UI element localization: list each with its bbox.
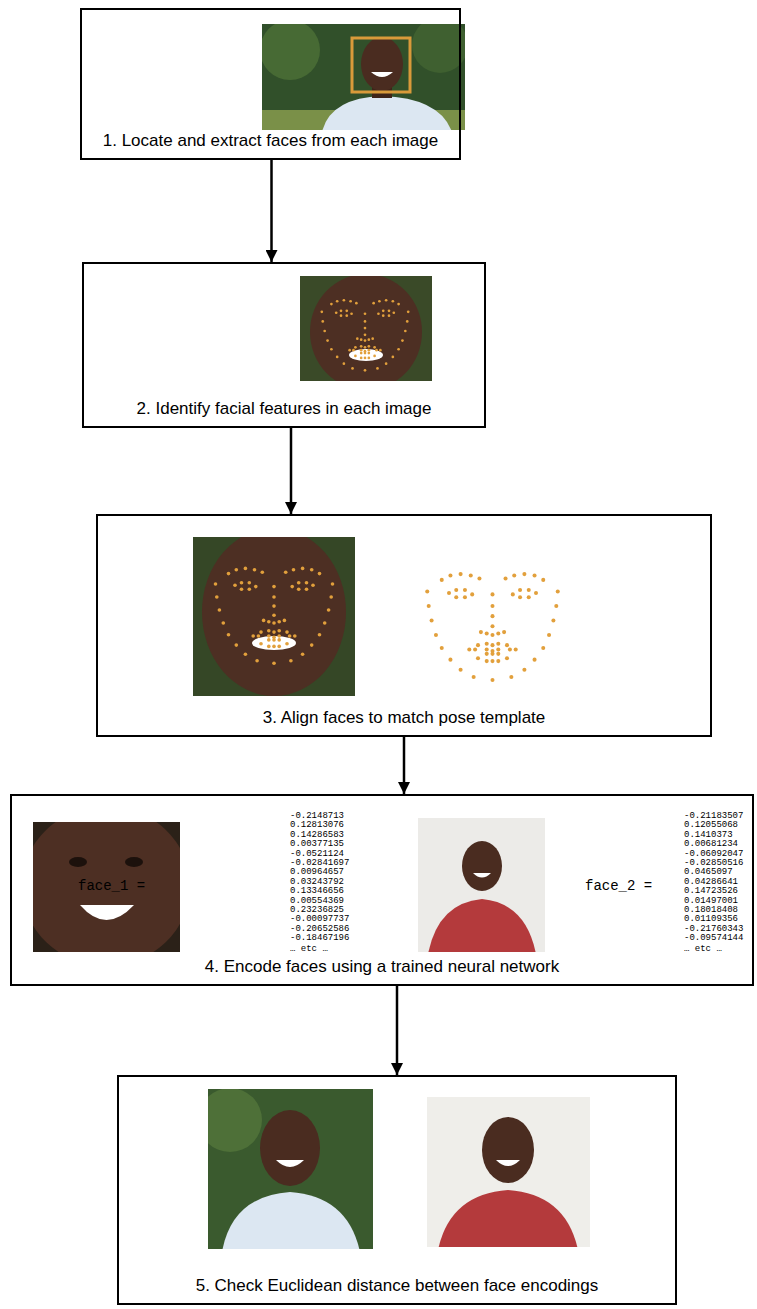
- step-caption: 3. Align faces to match pose template: [98, 708, 710, 728]
- jacket: [428, 899, 536, 952]
- encoding-name: face_1 =: [78, 879, 145, 894]
- step-box: 5. Check Euclidean distance between face…: [117, 1075, 677, 1305]
- foliage: [262, 24, 320, 80]
- photo-second: [427, 1097, 590, 1247]
- foliage: [412, 24, 465, 73]
- step-caption: 2. Identify facial features in each imag…: [84, 399, 484, 419]
- ellipsis-note: … etc …: [684, 945, 722, 955]
- smile: [496, 1160, 520, 1166]
- photo-full: [262, 24, 465, 130]
- eye: [125, 857, 143, 867]
- landmark-dots: [214, 567, 335, 666]
- face: [33, 822, 180, 952]
- smile: [371, 72, 393, 77]
- step-box: 3. Align faces to match pose template: [96, 514, 712, 737]
- foliage: [208, 1089, 262, 1152]
- smile: [80, 905, 134, 920]
- step-box: 2. Identify facial features in each imag…: [82, 262, 486, 428]
- encoding-values: -0.21183507 0.12055068 0.1410373 0.00681…: [684, 812, 743, 944]
- head: [361, 37, 403, 91]
- encoding-values: -0.2148713 0.12813076 0.14286583 0.00377…: [290, 812, 349, 944]
- landmark-dots: [320, 299, 409, 372]
- step-caption: 1. Locate and extract faces from each im…: [82, 131, 459, 151]
- jacket: [438, 1190, 578, 1247]
- ellipsis-note: … etc …: [290, 945, 328, 955]
- detection-box: [352, 38, 410, 92]
- photo-first: [208, 1089, 373, 1249]
- encoding-name: face_2 =: [585, 879, 652, 894]
- face: [202, 537, 346, 696]
- eye: [69, 857, 87, 867]
- flow-arrow: [403, 737, 406, 794]
- face: [310, 276, 422, 381]
- flow-arrow: [290, 428, 293, 514]
- head: [482, 1117, 534, 1183]
- flow-arrow: [270, 160, 273, 262]
- photo-second: [418, 818, 545, 952]
- face-crop: [300, 276, 432, 381]
- flow-arrow: [396, 986, 399, 1075]
- aligned-face: [33, 822, 180, 952]
- shirt: [322, 96, 452, 130]
- face-crop: [193, 537, 355, 696]
- step-caption: 4. Encode faces using a trained neural n…: [12, 957, 752, 977]
- head: [462, 841, 502, 891]
- smile: [473, 873, 491, 878]
- pose-template: [425, 572, 560, 682]
- smile: [276, 1160, 304, 1167]
- shirt: [222, 1192, 360, 1249]
- step-caption: 5. Check Euclidean distance between face…: [119, 1276, 675, 1296]
- step-box: 1. Locate and extract faces from each im…: [80, 8, 461, 160]
- head: [260, 1110, 320, 1186]
